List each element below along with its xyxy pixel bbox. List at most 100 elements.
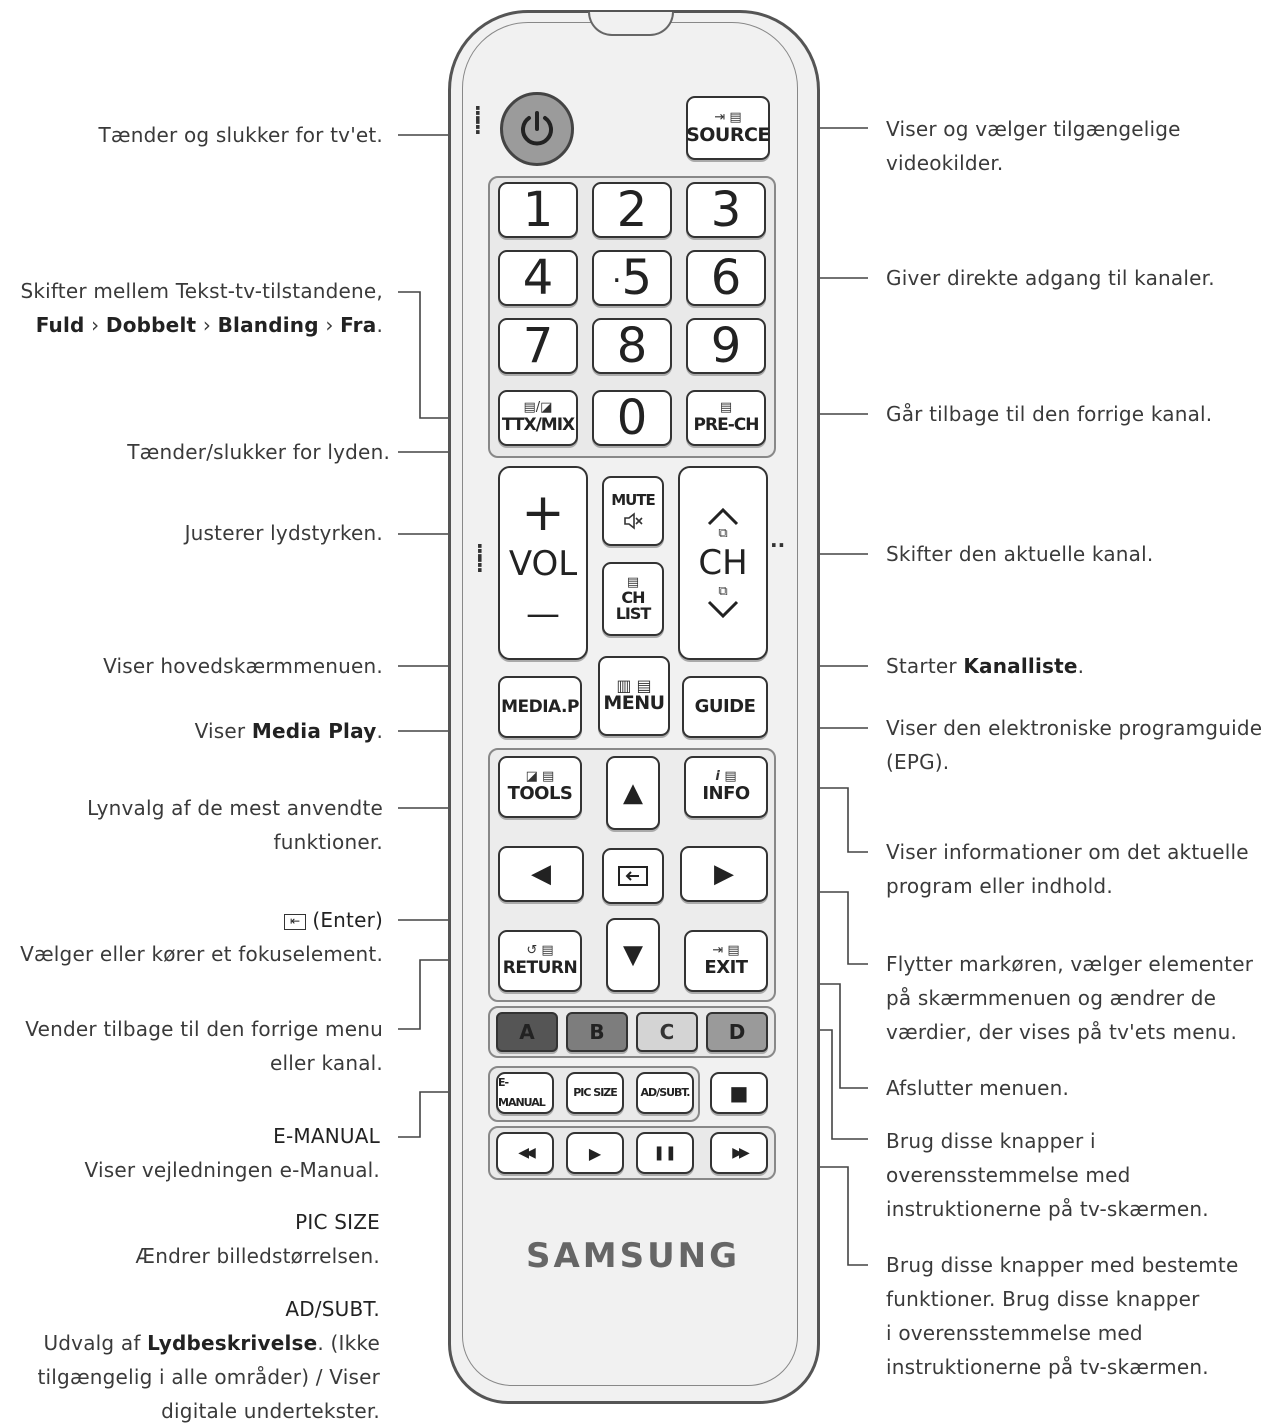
label-vol: Justerer lydstyrken. (184, 521, 383, 545)
pause-button[interactable]: ❚❚ (636, 1132, 694, 1174)
right-button[interactable]: ▶ (680, 846, 768, 902)
media-p-label: MEDIA.P (501, 697, 579, 717)
ch-down-icon[interactable] (706, 599, 740, 621)
label-chlist: Starter Kanalliste. (886, 654, 1085, 678)
play-button[interactable]: ▶ (566, 1132, 624, 1174)
e-manual-label: E-MANUAL (498, 1076, 546, 1109)
enter-icon (618, 866, 648, 886)
guide-button[interactable]: GUIDE (682, 676, 768, 738)
play-icon: ▶ (588, 1143, 602, 1163)
color-a-button[interactable]: A (496, 1012, 558, 1052)
fast-forward-icon: ▶▶ (732, 1145, 749, 1161)
power-button[interactable] (500, 92, 574, 166)
down-button[interactable]: ▼ (606, 918, 660, 992)
ch-dots: ·· (770, 533, 786, 557)
media-p-button[interactable]: MEDIA.P (498, 676, 582, 738)
num-8-label: 8 (616, 318, 648, 374)
pic-size-label: PIC SIZE (573, 1086, 618, 1099)
num-4-button[interactable]: 4 (498, 250, 578, 306)
ch-list-button[interactable]: ▤ CH LIST (602, 562, 664, 636)
num-1-label: 1 (522, 182, 554, 238)
mute-icon (624, 512, 643, 530)
vol-down-icon[interactable]: — (526, 594, 560, 634)
num-6-label: 6 (710, 250, 742, 306)
color-d-button[interactable]: D (706, 1012, 768, 1052)
label-power: Tænder og slukker for tv'et. (98, 123, 383, 147)
rewind-button[interactable]: ◀◀ (496, 1132, 554, 1174)
channel-rocker[interactable]: ⧉ CH ⧉ (678, 466, 768, 660)
menu-button[interactable]: ▥ ▤ MENU (598, 656, 670, 736)
pic-size-button[interactable]: PIC SIZE (566, 1072, 624, 1114)
ch-list-icon: ▤ (626, 575, 640, 590)
vol-label: VOL (508, 544, 578, 584)
exit-button[interactable]: ⇥ ▤ EXIT (684, 930, 768, 992)
up-arrow-icon: ▲ (623, 778, 643, 808)
e-manual-button[interactable]: E-MANUAL (496, 1072, 554, 1114)
source-label: SOURCE (686, 124, 770, 146)
label-ch: Skifter den aktuelle kanal. (886, 542, 1154, 566)
label-ttx: Skifter mellem Tekst-tv-tilstandene, Ful… (20, 279, 383, 337)
return-label: RETURN (502, 958, 578, 978)
ad-subt-button[interactable]: AD/SUBT. (636, 1072, 694, 1114)
pre-ch-button[interactable]: ▤ PRE-CH (686, 390, 766, 446)
num-2-button[interactable]: 2 (592, 182, 672, 238)
color-b-button[interactable]: B (566, 1012, 628, 1052)
fast-forward-button[interactable]: ▶▶ (710, 1132, 768, 1174)
num-9-button[interactable]: 9 (686, 318, 766, 374)
color-c-button[interactable]: C (636, 1012, 698, 1052)
ttx-mix-button[interactable]: ▤/◪ TTX/MIX (498, 390, 578, 446)
num-2-label: 2 (616, 182, 648, 238)
tools-label: TOOLS (507, 783, 573, 804)
mute-label: MUTE (611, 491, 656, 509)
color-c-label: C (659, 1020, 675, 1044)
right-arrow-icon: ▶ (714, 859, 734, 889)
vol-dots: ⁝⁝ (476, 539, 484, 577)
info-label: INFO (702, 783, 750, 804)
num-3-button[interactable]: 3 (686, 182, 766, 238)
stop-button[interactable]: ■ (710, 1072, 768, 1114)
label-exit: Afslutter menuen. (886, 1076, 1070, 1100)
mute-button[interactable]: MUTE (602, 476, 664, 546)
num-1-button[interactable]: 1 (498, 182, 578, 238)
tools-button[interactable]: ◪ ▤ TOOLS (498, 756, 582, 818)
label-prech: Går tilbage til den forrige kanal. (886, 402, 1213, 426)
ttx-icon: ▤/◪ (523, 400, 553, 415)
label-guide: Viser den elektroniske programguide(EPG)… (886, 716, 1263, 774)
info-button[interactable]: i ▤ INFO (684, 756, 768, 818)
color-b-label: B (589, 1020, 605, 1044)
num-7-button[interactable]: 7 (498, 318, 578, 374)
ch-up-small-icon: ⧉ (718, 526, 728, 541)
source-button[interactable]: ⇥ ▤ SOURCE (686, 96, 770, 160)
num-8-button[interactable]: 8 (592, 318, 672, 374)
label-media-play: Viser Media Play. (194, 719, 383, 743)
num-7-label: 7 (522, 318, 554, 374)
remote-control: ⁝⁝ ⇥ ▤ SOURCE 1 2 3 4 ·5 6 7 8 9 ▤/◪ TTX… (448, 10, 820, 1404)
up-button[interactable]: ▲ (606, 756, 660, 830)
volume-rocker[interactable]: + VOL — (498, 466, 588, 660)
pre-ch-label: PRE-CH (693, 415, 760, 435)
num-0-button[interactable]: 0 (592, 390, 672, 446)
enter-button[interactable] (602, 848, 664, 904)
enter-icon-inline: ⇤ (284, 913, 307, 930)
left-button[interactable]: ◀ (498, 846, 584, 902)
num-6-button[interactable]: 6 (686, 250, 766, 306)
return-icon: ↺ ▤ (526, 943, 554, 958)
num-0-label: 0 (616, 390, 648, 446)
label-adsubt: AD/SUBT. Udvalg af Lydbeskrivelse. (Ikke… (37, 1297, 380, 1423)
num-5-button[interactable]: ·5 (592, 250, 672, 306)
power-icon (521, 111, 553, 146)
vol-up-icon[interactable]: + (521, 483, 565, 543)
ch-up-icon[interactable] (706, 505, 740, 527)
color-a-label: A (519, 1020, 535, 1044)
label-menu: Viser hovedskærmmenuen. (103, 654, 383, 678)
return-button[interactable]: ↺ ▤ RETURN (498, 930, 582, 992)
tools-icon: ◪ ▤ (525, 769, 555, 784)
brand-logo: SAMSUNG (525, 1236, 741, 1276)
